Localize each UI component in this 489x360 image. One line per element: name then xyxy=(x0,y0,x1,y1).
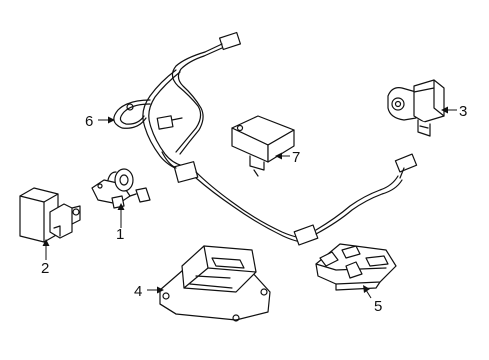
callout-2: 2 xyxy=(41,260,49,277)
callout-4: 4 xyxy=(134,283,142,300)
leader-lines xyxy=(42,106,457,299)
harness-right-connector xyxy=(394,153,418,179)
harness-junction-connector xyxy=(173,161,199,183)
callout-5: 5 xyxy=(374,298,382,315)
callout-labels: 1 2 3 4 5 6 7 xyxy=(41,103,467,315)
wiring-harness xyxy=(113,31,418,246)
impact-sensor xyxy=(387,79,445,137)
control-module xyxy=(231,115,295,177)
harness-top-connector xyxy=(203,31,242,57)
callout-6: 6 xyxy=(85,113,93,130)
seat-sensor xyxy=(91,168,151,209)
airbag-control-unit xyxy=(159,245,271,322)
harness-bottom-connector xyxy=(293,224,319,246)
callout-1: 1 xyxy=(116,226,124,243)
side-sensor xyxy=(19,187,81,243)
callout-3: 3 xyxy=(459,103,467,120)
bottom-right-module xyxy=(315,243,397,291)
callout-7: 7 xyxy=(292,149,300,166)
harness-mid-connector xyxy=(156,115,183,130)
